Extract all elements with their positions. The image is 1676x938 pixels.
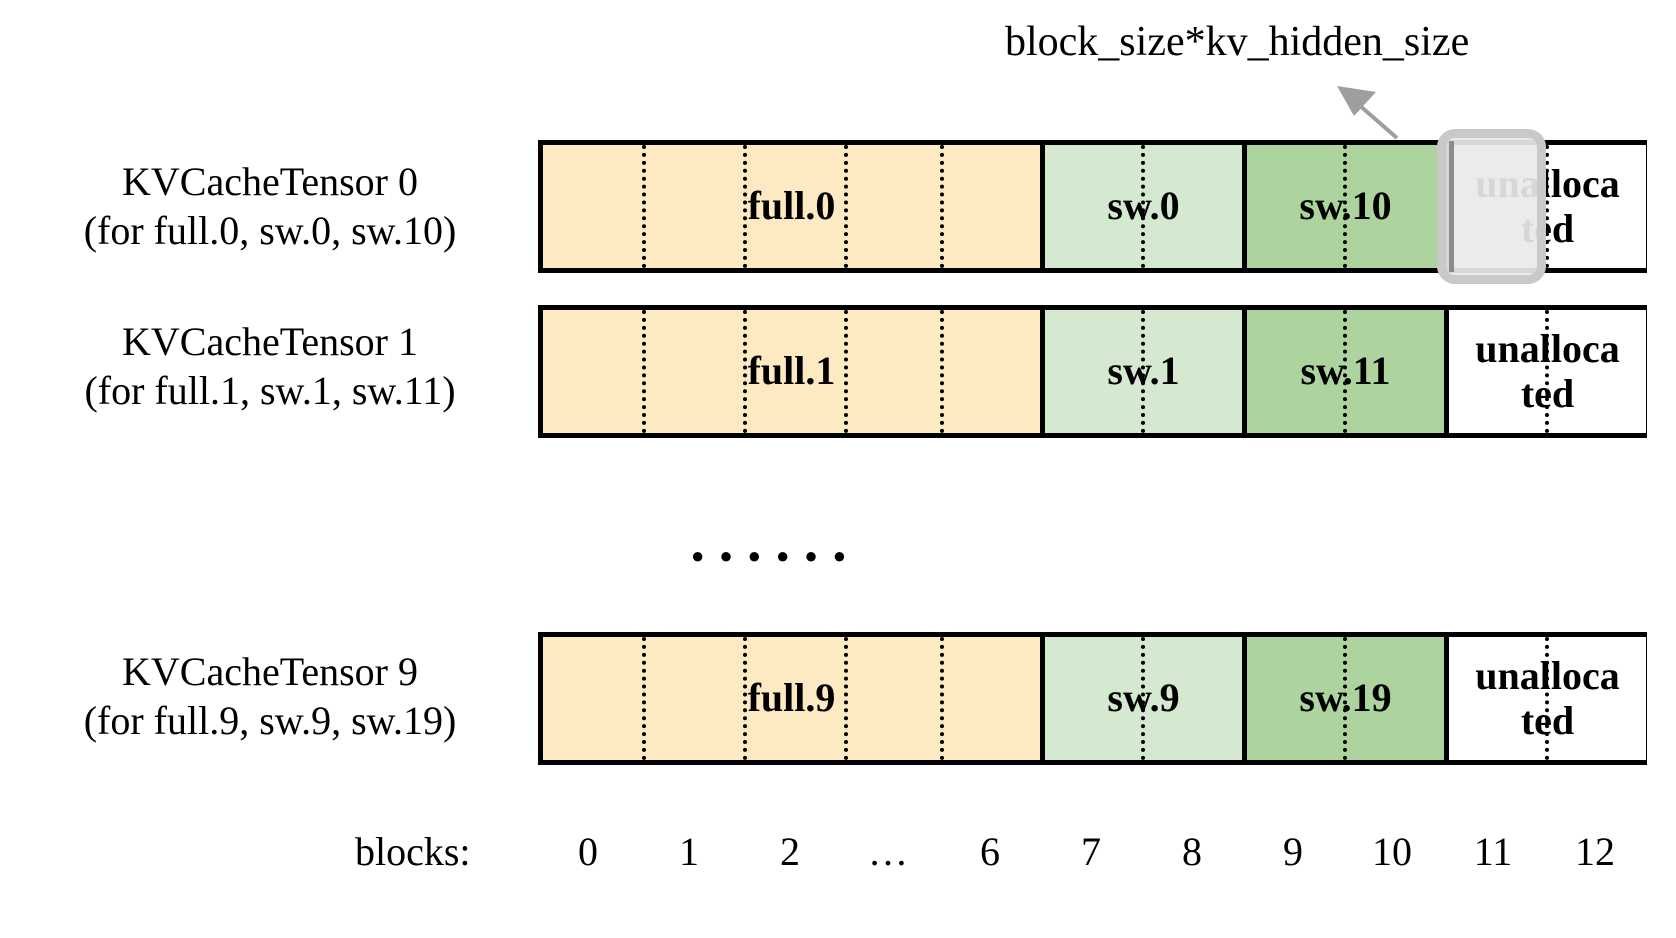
segment-label: full.9 <box>747 675 836 721</box>
block-divider <box>844 637 848 760</box>
block-divider <box>940 145 944 268</box>
segment-label: sw.9 <box>1107 675 1180 721</box>
axis-tick-1: 1 <box>679 829 699 874</box>
annotation-label: block_size*kv_hidden_size <box>1005 19 1470 65</box>
block-divider <box>1545 310 1549 433</box>
axis-tick-9: 9 <box>1283 829 1303 874</box>
row-subtitle-9: (for full.9, sw.9, sw.19) <box>83 697 457 743</box>
highlight-block-11[interactable] <box>1437 129 1546 284</box>
axis-tick-ellipsis: … <box>868 829 908 874</box>
highlight-left-edge <box>1449 141 1454 272</box>
axis-tick-6: 6 <box>980 829 1000 874</box>
segment-sw-dark-1[interactable]: sw.11 <box>1242 310 1444 433</box>
segment-label: sw.19 <box>1299 675 1392 721</box>
segment-sw-dark-9[interactable]: sw.19 <box>1242 637 1444 760</box>
block-divider <box>1343 637 1347 760</box>
block-divider <box>743 310 747 433</box>
axis-label: blocks: <box>355 829 471 874</box>
segment-sw-light-0[interactable]: sw.0 <box>1040 145 1242 268</box>
block-divider <box>642 310 646 433</box>
block-divider <box>940 637 944 760</box>
row-title-1: KVCacheTensor 1 <box>122 319 418 364</box>
block-divider <box>743 145 747 268</box>
segment-sw-light-1[interactable]: sw.1 <box>1040 310 1242 433</box>
block-divider <box>1141 145 1145 268</box>
axis-tick-11: 11 <box>1473 829 1513 874</box>
axis-tick-2: 2 <box>780 829 800 874</box>
segment-full-1[interactable]: full.1 <box>543 310 1040 433</box>
segment-sw-dark-0[interactable]: sw.10 <box>1242 145 1444 268</box>
block-divider <box>743 637 747 760</box>
segment-label: sw.11 <box>1300 348 1391 394</box>
segment-label: full.0 <box>747 183 836 229</box>
segment-label: sw.0 <box>1107 183 1180 229</box>
block-divider <box>1141 637 1145 760</box>
row-label-9: KVCacheTensor 9 (for full.9, sw.9, sw.19… <box>10 648 530 746</box>
row-title-0: KVCacheTensor 0 <box>122 159 418 204</box>
segment-label: full.1 <box>747 348 836 394</box>
block-divider <box>940 310 944 433</box>
block-divider <box>1545 637 1549 760</box>
block-divider <box>1141 310 1145 433</box>
row-title-9: KVCacheTensor 9 <box>122 649 418 694</box>
row-label-1: KVCacheTensor 1 (for full.1, sw.1, sw.11… <box>10 318 530 416</box>
axis-tick-0: 0 <box>578 829 598 874</box>
segment-full-0[interactable]: full.0 <box>543 145 1040 268</box>
block-divider <box>1343 145 1347 268</box>
block-divider <box>1343 310 1347 433</box>
block-divider <box>1545 145 1549 268</box>
block-divider <box>642 637 646 760</box>
segment-label: sw.10 <box>1299 183 1392 229</box>
block-divider <box>844 145 848 268</box>
axis-tick-8: 8 <box>1182 829 1202 874</box>
row-subtitle-1: (for full.1, sw.1, sw.11) <box>84 367 456 413</box>
row-label-0: KVCacheTensor 0 (for full.0, sw.0, sw.10… <box>10 158 530 256</box>
block-divider <box>642 145 646 268</box>
segment-sw-light-9[interactable]: sw.9 <box>1040 637 1242 760</box>
row-subtitle-0: (for full.0, sw.0, sw.10) <box>83 207 457 253</box>
block-divider <box>844 310 848 433</box>
axis-tick-10: 10 <box>1372 829 1412 874</box>
axis-tick-7: 7 <box>1081 829 1101 874</box>
segment-label: sw.1 <box>1107 348 1180 394</box>
rows-ellipsis: ······ <box>688 524 859 589</box>
axis-tick-12: 12 <box>1575 829 1615 874</box>
segment-full-9[interactable]: full.9 <box>543 637 1040 760</box>
